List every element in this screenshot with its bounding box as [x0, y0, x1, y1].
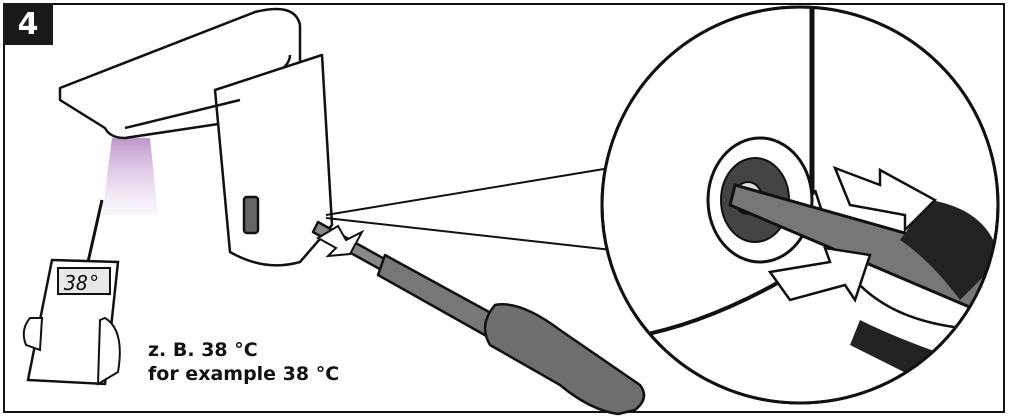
caption-line-en: for example 38 °C [148, 363, 340, 385]
thermometer-icon [22, 258, 121, 386]
thermometer-reading: 38° [63, 271, 100, 295]
screwdriver-icon [311, 220, 646, 416]
rotation-arrow-icon [316, 224, 365, 258]
caption-line-de: z. B. 38 °C [148, 339, 258, 361]
temperature-caption: z. B. 38 °C for example 38 °C [148, 338, 339, 386]
diagram-frame [3, 3, 1005, 413]
thermometer-probe [86, 199, 104, 263]
faucet-icon [58, 7, 334, 267]
water-glow [102, 138, 158, 215]
zoom-leader-bottom [325, 217, 613, 251]
magnifier-circle-icon [600, 5, 1000, 405]
zoom-leader-top [325, 167, 611, 216]
step-number-badge: 4 [3, 3, 53, 45]
